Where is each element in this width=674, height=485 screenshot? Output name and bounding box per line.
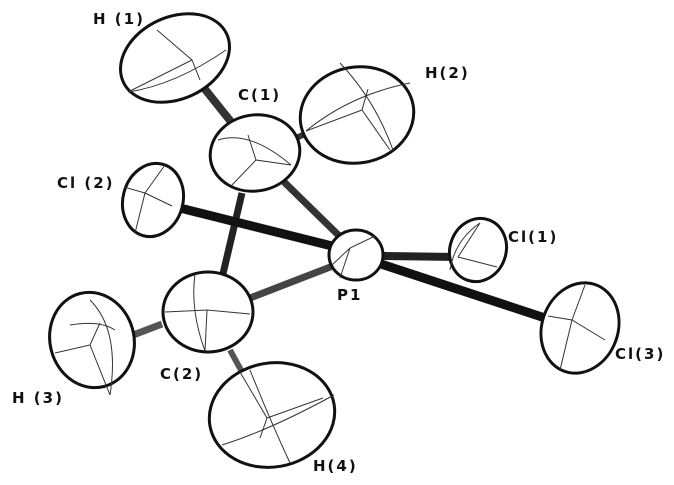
label-cl3: Cl(3)	[615, 345, 666, 363]
atom-cl1	[448, 216, 508, 284]
bond-cl2-p1	[170, 201, 334, 251]
label-cl1: Cl(1)	[508, 228, 559, 246]
atom-h3	[48, 290, 136, 396]
bond-p1-cl3	[376, 258, 550, 324]
label-c1: C(1)	[238, 86, 282, 104]
label-p1: P1	[337, 286, 363, 304]
label-h1: H (1)	[93, 10, 145, 28]
atom-h1	[119, 12, 231, 104]
atom-cl2	[120, 161, 186, 239]
atom-h4	[207, 361, 337, 469]
bond-p1-cl1	[383, 252, 459, 261]
label-cl2: Cl (2)	[57, 174, 115, 192]
atom-cl3	[539, 281, 621, 375]
label-h4: H(4)	[313, 457, 358, 475]
bond-c1-h1	[200, 85, 236, 126]
atom-h2	[298, 62, 416, 165]
label-c2: C(2)	[160, 365, 204, 383]
atom-c2	[161, 270, 255, 354]
bond-c1-c2	[218, 192, 246, 279]
atom-p1	[327, 228, 385, 282]
atom-c1	[208, 113, 302, 193]
bond-c2-p1	[248, 260, 340, 302]
bond-c2-h4	[227, 348, 245, 374]
label-h2: H(2)	[425, 64, 470, 82]
label-h3: H (3)	[12, 389, 64, 407]
atoms	[48, 12, 621, 469]
